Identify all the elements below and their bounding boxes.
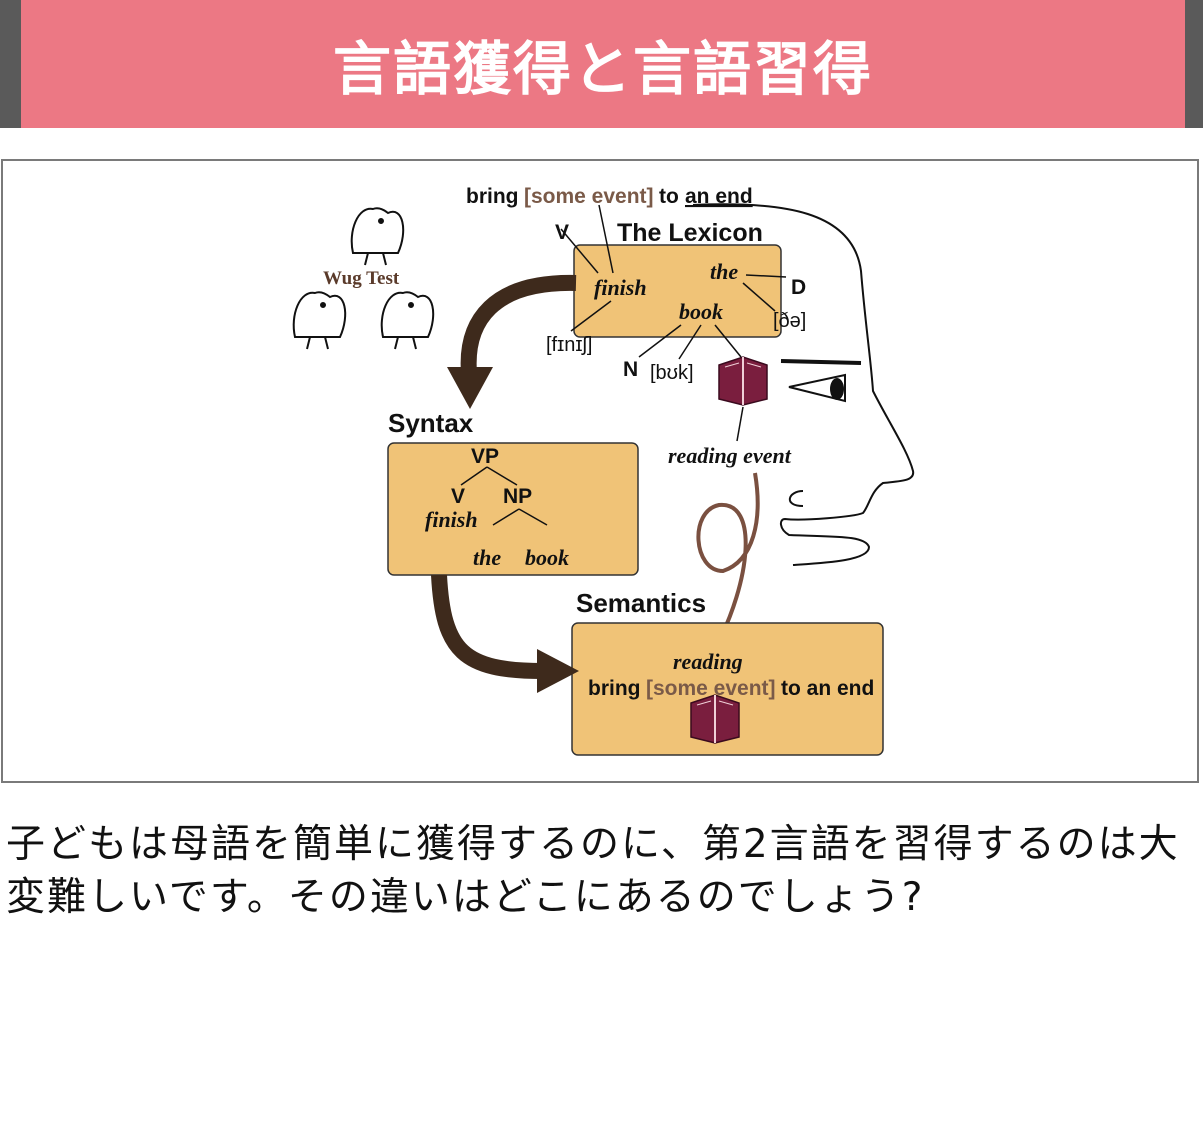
lexicon-book-ipa: [bʊk] — [650, 362, 694, 384]
semantics-some-event: [some event] — [646, 677, 776, 700]
wug-test-label: Wug Test — [323, 268, 400, 289]
lexicon-finish: finish — [594, 275, 647, 300]
top-phrase-some-event: [some event] — [524, 185, 654, 208]
semantics-reading: reading — [673, 649, 743, 674]
syntax-finish: finish — [425, 507, 478, 532]
eye-pupil — [830, 378, 844, 400]
lexicon-to-syntax-arrowhead — [447, 367, 493, 409]
lexicon-finish-ipa: [fɪnɪʃ] — [546, 334, 592, 356]
syntax-vp: VP — [471, 445, 499, 468]
book-icon — [718, 356, 768, 406]
top-phrase: bring [some event] to an end — [466, 185, 753, 208]
semantics-to-an-end: to an end — [781, 677, 874, 700]
wug-bird-icon — [292, 291, 347, 350]
wug-bird-icon — [380, 291, 435, 350]
reading-event-label: reading event — [668, 443, 792, 468]
lexicon-v-label: V — [555, 221, 569, 244]
wug-bird-icon — [350, 207, 405, 266]
book-icon — [690, 694, 740, 744]
top-phrase-to: to — [659, 185, 679, 208]
syntax-title: Syntax — [388, 408, 474, 438]
semantics-box — [571, 622, 884, 756]
syntax-to-semantics-arrow — [431, 574, 544, 679]
caption-text: 子どもは母語を簡単に獲得するのに、第2言語を習得するのは大変難しいです。その違い… — [6, 822, 1180, 920]
syntax-box — [387, 442, 639, 576]
title-banner: 言語獲得と言語習得 — [0, 0, 1203, 128]
page-title: 言語獲得と言語習得 — [332, 35, 873, 103]
head-profile-outline — [692, 203, 915, 566]
semantics-title: Semantics — [576, 588, 706, 618]
top-phrase-bring: bring — [466, 185, 519, 208]
lexicon-d-label: D — [791, 276, 806, 299]
lexicon-box — [573, 244, 782, 338]
thought-loop-line — [696, 472, 760, 650]
language-diagram: bring [some event] to an end Wug Test Th… — [1, 159, 1199, 783]
lexicon-to-syntax-arrow — [460, 274, 577, 374]
semantics-bring: bring — [588, 677, 641, 700]
diagram-canvas: bring [some event] to an end Wug Test Th… — [292, 185, 915, 756]
syntax-the: the — [473, 545, 501, 570]
syntax-v: V — [451, 485, 465, 508]
banner-left-bar — [0, 0, 21, 128]
lexicon-link-lines — [560, 204, 787, 360]
lexicon-the-ipa: [ðə] — [773, 310, 806, 332]
book-to-event-line — [736, 406, 744, 442]
syntax-book: book — [525, 545, 569, 570]
banner-right-bar — [1185, 0, 1203, 128]
brow-line — [780, 359, 862, 365]
syntax-tree-branches — [460, 466, 548, 526]
lexicon-the: the — [710, 259, 738, 284]
top-phrase-an-end: an end — [685, 185, 753, 208]
mouth-mark — [788, 490, 804, 507]
lexicon-n-label: N — [623, 358, 638, 381]
lexicon-title: The Lexicon — [617, 219, 763, 247]
lexicon-book: book — [679, 299, 723, 324]
syntax-np: NP — [503, 485, 532, 508]
syntax-to-semantics-arrowhead — [537, 649, 579, 693]
